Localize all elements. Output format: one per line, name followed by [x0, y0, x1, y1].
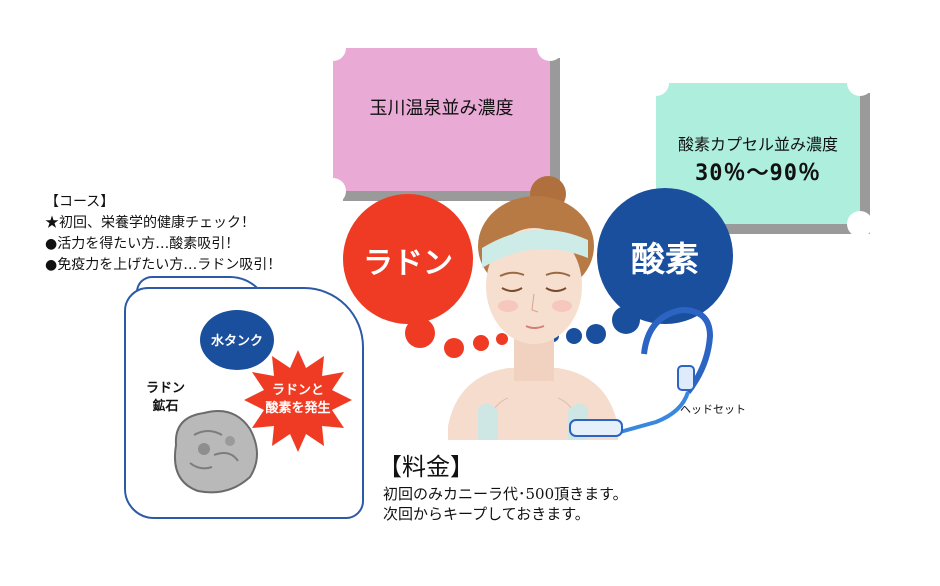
ore-label: ラドン 鉱石 — [146, 380, 185, 416]
ticket-notch — [847, 70, 873, 96]
fee-line-2: 次回からキープしておきます。 — [383, 505, 590, 523]
course-list: 【コース】 ★初回、栄養学的健康チェック！ ●活力を得たい方…酸素吸引！ ●免疫… — [45, 192, 281, 276]
ore-label-line: ラドン — [146, 381, 186, 396]
mint-box-text: 酸素カプセル並み濃度 — [677, 135, 838, 154]
gas-burst-icon — [244, 350, 352, 452]
ticket-notch — [537, 35, 563, 61]
water-tank-label: 水タンク — [210, 334, 263, 349]
oxygen-label: 酸素 — [631, 240, 699, 280]
radon-dot — [473, 335, 489, 351]
oxygen-dot — [586, 324, 606, 344]
burst-label-line: 酸素を発生 — [265, 401, 331, 416]
radon-dot — [496, 333, 508, 345]
course-item: ●活力を得たい方…酸素吸引！ — [45, 236, 240, 252]
oxygen-dot — [612, 306, 640, 334]
fee-line-1: 初回のみカニーラ代･500頂きます。 — [383, 485, 628, 503]
water-tank-circle: 水タンク — [200, 310, 274, 370]
fee-title: 【料金】 — [378, 453, 474, 481]
course-title: 【コース】 — [45, 194, 115, 210]
burst-label-line: ラドンと — [271, 383, 324, 398]
oxygen-dot — [566, 328, 582, 344]
ticket-notch — [643, 70, 669, 96]
mint-box-range: 30％～90％ — [695, 161, 821, 186]
pink-concentration-box: 玉川温泉並み濃度 — [320, 35, 563, 204]
oxygen-circle: 酸素 — [597, 188, 733, 324]
pink-box-text: 玉川温泉並み濃度 — [369, 98, 514, 119]
radon-label: ラドン — [363, 246, 453, 281]
ticket-notch — [320, 178, 346, 204]
radon-dot — [405, 318, 435, 348]
woman-face-illustration — [448, 176, 618, 440]
radon-circle: ラドン — [343, 194, 473, 324]
course-item: ★初回、栄養学的健康チェック！ — [45, 215, 255, 231]
course-item: ●免疫力を上げたい方…ラドン吸引！ — [45, 257, 282, 273]
headset-label: ヘッドセット — [680, 403, 746, 416]
burst-text: ラドンと 酸素を発生 — [244, 382, 352, 418]
ticket-notch — [847, 211, 873, 237]
radon-dot — [444, 338, 464, 358]
radon-ore-rock-icon — [174, 410, 258, 494]
ticket-notch — [320, 35, 346, 61]
headset-illustration — [569, 306, 714, 437]
ore-label-line: 鉱石 — [152, 399, 179, 414]
